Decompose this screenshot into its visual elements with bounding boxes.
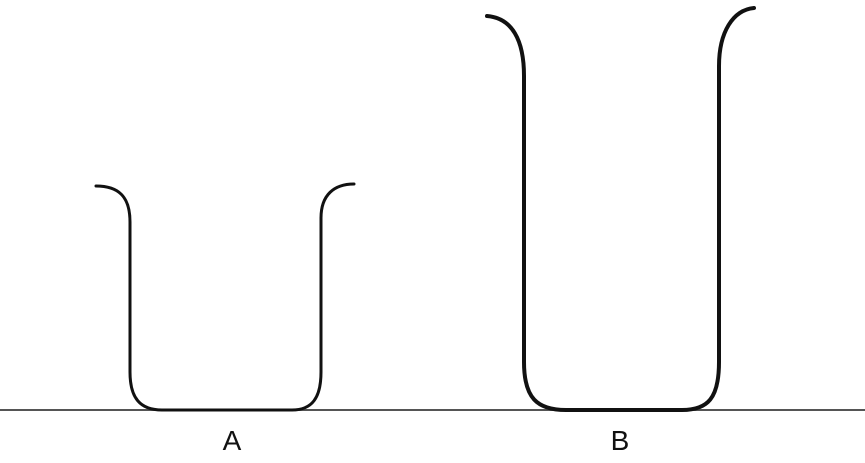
vessel-b-label: B xyxy=(611,425,630,456)
vessel-a-label: A xyxy=(223,425,242,456)
vessel-b-outline xyxy=(485,6,756,412)
vessel-a-outline xyxy=(94,182,356,412)
